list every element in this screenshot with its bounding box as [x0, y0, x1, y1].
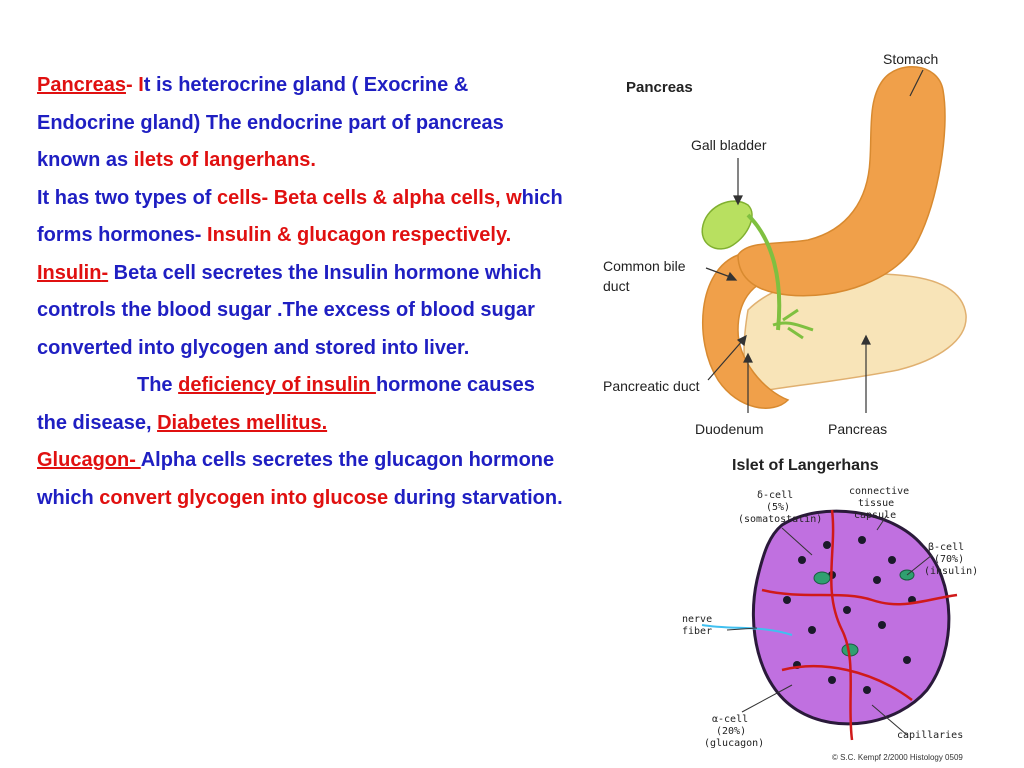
pancreas-figure: Pancreas Stomach Gall bladder Common bil…: [603, 51, 967, 437]
figure-title: Pancreas: [626, 79, 693, 96]
label-fiber: fiber: [682, 626, 712, 637]
capillary-vessels: [761, 509, 958, 741]
paragraph-text: hich forms hormones-: [37, 186, 563, 247]
highlight-letter: w: [506, 186, 522, 209]
label-beta-cell: β-cell: [928, 542, 964, 553]
label-delta-percent: (5%): [766, 502, 790, 513]
label-connective: connective: [849, 486, 909, 497]
label-capillaries: capillaries: [897, 730, 963, 741]
paragraph-pancreas: Pancreas- It is heterocrine gland ( Exoc…: [37, 67, 567, 180]
label-delta-cell: δ-cell: [757, 490, 793, 501]
highlight-deficiency: deficiency of insulin: [178, 374, 376, 396]
stomach-shape: [737, 66, 946, 297]
nerve-fiber-line: [701, 624, 793, 636]
label-tissue: tissue: [858, 498, 894, 509]
paragraph-glucagon: Glucagon- Alpha cells secretes the gluca…: [37, 442, 567, 517]
label-alpha-cell: α-cell: [712, 714, 748, 725]
pointer-arrows: [705, 69, 924, 413]
highlight-ilets: ilets of langerhans.: [133, 149, 316, 171]
highlight-diabetes: Diabetes mellitus.: [157, 411, 328, 434]
label-common-bile: Common bile: [603, 258, 686, 274]
paragraph-deficiency: The deficiency of insulin hormone causes…: [37, 367, 567, 442]
label-duodenum: Duodenum: [695, 421, 764, 437]
label-gall-bladder: Gall bladder: [691, 137, 767, 153]
label-pancreatic-duct: Pancreatic duct: [603, 378, 700, 394]
term-pancreas: Pancreas: [37, 74, 126, 96]
paragraph-text: t is heterocrine gland ( Exocrine & Endo…: [37, 74, 504, 171]
paragraph-text: hormone causes the disease,: [37, 374, 535, 434]
highlight-hormones: Insulin & glucagon respectively.: [207, 224, 512, 246]
paragraph-text: Beta cell secretes the Insulin hormone w…: [37, 261, 542, 359]
figure-credit: © S.C. Kempf 2/2000 Histology 0509: [832, 753, 963, 762]
paragraph-text: Alpha cells secretes the glucagon hormon…: [37, 449, 555, 509]
paragraph-text: during starvation.: [388, 486, 563, 509]
label-beta-hormone: (insulin): [924, 566, 978, 577]
delta-cells: [813, 569, 915, 657]
cell-nuclei: [783, 536, 916, 694]
label-duct: duct: [603, 278, 630, 294]
label-nerve: nerve: [682, 614, 712, 625]
term-glucagon: Glucagon-: [37, 449, 141, 471]
label-capsule: capsule: [854, 510, 896, 521]
bile-duct-shape: [746, 213, 782, 331]
islet-title: Islet of Langerhans: [732, 457, 879, 474]
duodenum-shape: [702, 254, 790, 409]
label-alpha-percent: (20%): [716, 726, 746, 737]
paragraph-insulin: Insulin- Beta cell secretes the Insulin …: [37, 255, 567, 368]
gall-bladder-shape: [701, 200, 753, 250]
islet-figure: Islet of Langerhans δ-cell (5%) (somatos…: [682, 457, 978, 762]
label-pancreas: Pancreas: [828, 421, 887, 437]
label-delta-hormone: (somatostatin): [738, 514, 822, 525]
pancreatic-duct-shape: [772, 308, 814, 340]
paragraph-cell-types: It has two types of cells- Beta cells & …: [37, 180, 567, 255]
paragraph-text: The: [137, 374, 179, 396]
islet-pointers: [726, 514, 933, 736]
separator: -: [101, 261, 109, 284]
separator: -: [125, 74, 139, 96]
highlight-convert: convert glycogen into glucose: [99, 486, 389, 509]
label-stomach: Stomach: [883, 51, 938, 67]
highlight-letter: I: [138, 74, 144, 96]
highlight-cells: cells- Beta cells & alpha cells,: [217, 186, 507, 209]
label-beta-percent: (70%): [934, 554, 964, 565]
label-alpha-hormone: (glucagon): [704, 738, 764, 749]
term-insulin: Insulin: [37, 261, 102, 284]
text-column: Pancreas- It is heterocrine gland ( Exoc…: [37, 67, 567, 517]
paragraph-text: It has two types of: [37, 186, 218, 209]
islet-body: [751, 509, 951, 726]
